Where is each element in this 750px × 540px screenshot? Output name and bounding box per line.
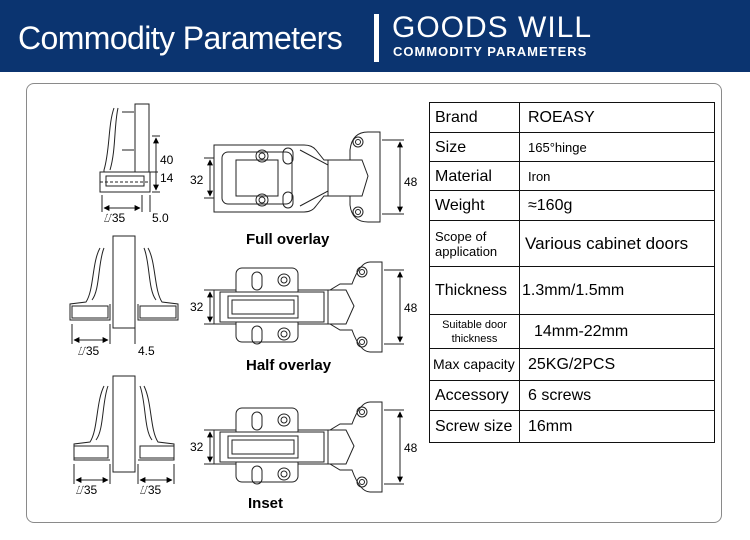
full-overlay-plate-dim: 32 — [190, 173, 204, 187]
param-key: Thickness — [429, 266, 520, 315]
param-value: Iron — [519, 161, 715, 191]
table-row: Scope of application Various cabinet doo… — [429, 220, 715, 267]
param-value: 16mm — [519, 410, 715, 443]
full-overlay-cup-dim: ⌰35 — [104, 211, 126, 225]
half-overlay-caption: Half overlay — [246, 357, 332, 374]
param-key: Material — [429, 161, 520, 191]
table-row: Accessory 6 screws — [429, 380, 715, 411]
param-value: 25KG/2PCS — [519, 348, 715, 381]
full-overlay-caption: Full overlay — [246, 231, 330, 248]
half-overlay-top-view — [204, 261, 404, 353]
full-overlay-offset-dim: 5.0 — [152, 211, 169, 225]
param-value: ROEASY — [519, 102, 715, 133]
param-key: Accessory — [429, 380, 520, 411]
inset-side-view — [73, 375, 175, 484]
half-overlay-plate-dim: 32 — [190, 300, 204, 314]
table-row: Brand ROEASY — [429, 102, 715, 133]
full-overlay-side-view — [99, 103, 160, 212]
param-value: 6 screws — [519, 380, 715, 411]
half-overlay-offset-dim: 4.5 — [138, 344, 155, 358]
page-title: Commodity Parameters — [18, 20, 343, 56]
full-overlay-arm-dim: 48 — [404, 175, 418, 189]
param-value: 14mm-22mm — [519, 314, 715, 349]
param-value: ≈160g — [519, 190, 715, 221]
inset-caption: Inset — [248, 495, 283, 512]
inset-arm-dim: 48 — [404, 441, 418, 455]
table-row: Material Iron — [429, 161, 715, 191]
table-row: Thickness 1.3mm/1.5mm — [429, 266, 715, 315]
brand-name: GOODS WILL — [392, 11, 593, 44]
table-row: Suitable door thickness 14mm-22mm — [429, 314, 715, 349]
param-value: 165°hinge — [519, 132, 715, 162]
param-key: Scope of application — [429, 220, 520, 267]
param-key: Suitable door thickness — [429, 314, 520, 349]
half-overlay-arm-dim: 48 — [404, 301, 418, 315]
param-key: Screw size — [429, 410, 520, 443]
table-row: Screw size 16mm — [429, 410, 715, 443]
inset-plate-dim: 32 — [190, 440, 204, 454]
half-overlay-cup-dim: ⌰35 — [78, 344, 100, 358]
param-value: Various cabinet doors — [519, 220, 715, 267]
full-overlay-height-dim: 40 — [160, 153, 174, 167]
header-subtitle: COMMODITY PARAMETERS — [393, 44, 588, 59]
param-key: Max capacity — [429, 348, 520, 381]
table-row: Weight ≈160g — [429, 190, 715, 221]
full-overlay-depth-dim: 14 — [160, 171, 174, 185]
parameters-table: Brand ROEASY Size 165°hinge Material Iro… — [429, 102, 715, 443]
inset-top-view — [204, 401, 404, 493]
inset-cup-left-dim: ⌰35 — [76, 483, 98, 497]
inset-cup-right-dim: ⌰35 — [140, 483, 162, 497]
param-key: Size — [429, 132, 520, 162]
param-key: Weight — [429, 190, 520, 221]
header-banner: Commodity Parameters GOODS WILL COMMODIT… — [0, 0, 750, 72]
table-row: Max capacity 25KG/2PCS — [429, 348, 715, 381]
param-key: Brand — [429, 102, 520, 133]
full-overlay-top-view — [204, 131, 404, 223]
table-row: Size 165°hinge — [429, 132, 715, 162]
header-divider — [374, 14, 379, 62]
param-value: 1.3mm/1.5mm — [519, 266, 715, 315]
half-overlay-side-view — [69, 235, 179, 344]
